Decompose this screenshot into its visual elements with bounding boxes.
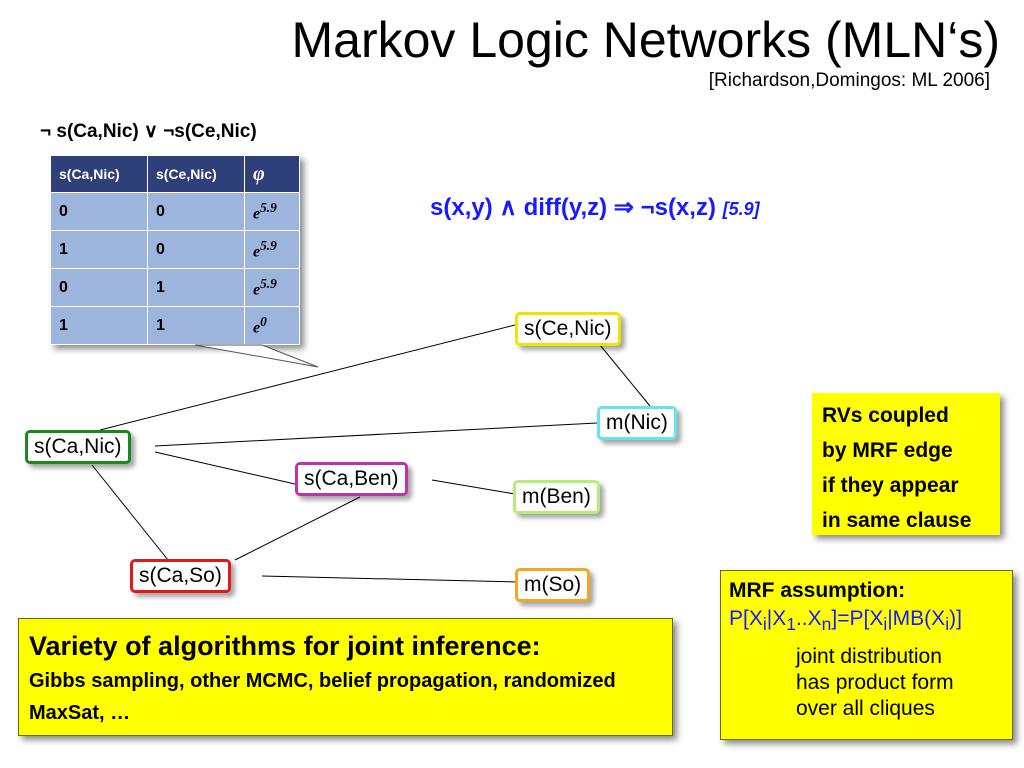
rule-weight: [5.9]	[722, 199, 760, 219]
rule-formula: s(x,y) ∧ diff(y,z) ⇒ ¬s(x,z) [5.9]	[430, 193, 760, 222]
node-m-nic: m(Nic)	[597, 406, 677, 440]
table-cell: 0	[50, 268, 148, 307]
table-cell: 0	[147, 192, 245, 231]
table-cell-phi: e5.9	[244, 192, 300, 231]
table-row: 0 1 e5.9	[50, 268, 300, 307]
mrf-assumption-box: MRF assumption: P[Xi|X1..Xn]=P[Xi|MB(Xi)…	[720, 570, 1013, 740]
table-cell: 1	[147, 268, 245, 307]
table-cell: 1	[50, 306, 148, 345]
edge-ca-nic-ca-ben	[154, 451, 296, 485]
table-cell: 0	[50, 192, 148, 231]
phi-exponent: 0	[260, 313, 267, 329]
edge-ca-ben-m-ben	[431, 479, 516, 495]
phi-exponent: 5.9	[260, 199, 277, 215]
algorithms-text: Gibbs sampling, other MCMC, belief propa…	[29, 670, 616, 724]
table-row: 1 0 e5.9	[50, 230, 300, 269]
column-header: s(Ce,Nic)	[147, 155, 245, 193]
table-cell: 1	[147, 306, 245, 345]
edge-ca-nic-ca-so	[91, 464, 169, 561]
mrf-note: joint distribution has product form over…	[796, 644, 1012, 722]
table-cell-phi: e5.9	[244, 268, 300, 307]
table-row: 0 0 e5.9	[50, 192, 300, 231]
edge-ca-ben-ca-so	[234, 496, 361, 561]
citation: [Richardson,Domingos: ML 2006]	[708, 70, 990, 91]
callout-pointer	[194, 344, 319, 368]
note-line: in same clause	[822, 509, 972, 532]
note-line: if they appear	[822, 474, 959, 497]
algorithms-title: Variety of algorithms for joint inferenc…	[29, 631, 541, 661]
clause-formula: ¬ s(Ca,Nic) ∨ ¬s(Ce,Nic)	[40, 121, 257, 142]
node-m-ben: m(Ben)	[513, 480, 600, 514]
node-s-ca-nic: s(Ca,Nic)	[25, 430, 131, 464]
note-line: over all cliques	[796, 697, 935, 721]
rule-text: s(x,y) ∧ diff(y,z) ⇒ ¬s(x,z)	[430, 194, 716, 221]
phi-exponent: 5.9	[260, 275, 277, 291]
table-row: 1 1 e0	[50, 306, 300, 345]
column-header: φ	[244, 155, 300, 193]
rv-coupling-note: RVs coupled by MRF edge if they appear i…	[812, 393, 1000, 535]
note-line: by MRF edge	[822, 439, 953, 462]
table-cell-phi: e0	[244, 306, 300, 345]
node-s-ca-ben: s(Ca,Ben)	[295, 462, 408, 496]
edge-ca-nic-ce-nic	[99, 324, 516, 431]
slide-title: Markov Logic Networks (MLN‘s)	[291, 12, 1000, 68]
factor-table: s(Ca,Nic) s(Ce,Nic) φ 0 0 e5.9 1 0 e5.9 …	[50, 155, 300, 345]
node-s-ce-nic: s(Ce,Nic)	[515, 312, 621, 346]
table-header-row: s(Ca,Nic) s(Ce,Nic) φ	[50, 155, 300, 193]
edge-ce-nic-m-nic	[599, 344, 651, 407]
algorithms-box: Variety of algorithms for joint inferenc…	[18, 618, 673, 736]
edge-ca-nic-m-nic	[154, 422, 598, 447]
node-m-so: m(So)	[515, 568, 591, 602]
phi-base: e	[253, 205, 261, 223]
phi-base: e	[253, 281, 261, 299]
note-line: RVs coupled	[822, 404, 949, 427]
node-s-ca-so: s(Ca,So)	[130, 559, 231, 593]
mrf-formula: P[Xi|X1..Xn]=P[Xi|MB(Xi)]	[729, 607, 962, 635]
phi-base: e	[253, 243, 261, 261]
table-cell-phi: e5.9	[244, 230, 300, 269]
mrf-title: MRF assumption:	[729, 579, 906, 602]
note-line: joint distribution	[796, 645, 942, 669]
phi-exponent: 5.9	[260, 237, 277, 253]
phi-base: e	[253, 319, 261, 337]
edge-ca-so-m-so	[261, 575, 518, 583]
note-line: has product form	[796, 671, 954, 695]
